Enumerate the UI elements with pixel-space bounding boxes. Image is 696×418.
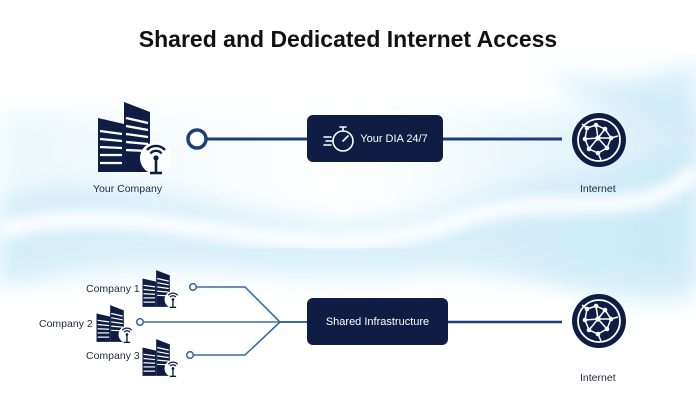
shared-link-label: Shared Infrastructure — [325, 315, 430, 328]
shared-connections — [135, 282, 562, 360]
internet-label: Internet — [580, 372, 616, 384]
connection-node-icon — [186, 128, 208, 150]
your-company-label: Your Company — [93, 183, 163, 195]
dedicated-connection — [186, 128, 562, 150]
building-icon — [95, 304, 137, 344]
shared-infrastructure-box: Shared Infrastructure — [307, 298, 448, 345]
globe-network-icon — [571, 112, 627, 168]
company-3-label: Company 3 — [86, 350, 140, 362]
diagram-title: Shared and Dedicated Internet Access — [138, 26, 558, 52]
company-1-label: Company 1 — [86, 283, 140, 295]
internet-label: Internet — [580, 183, 616, 195]
background-waves — [0, 60, 696, 304]
dia-link-label: Your DIA 24/7 — [360, 132, 428, 145]
company-2-label: Company 2 — [39, 318, 93, 330]
dia-link-box: Your DIA 24/7 — [307, 115, 443, 162]
stopwatch-icon — [323, 125, 355, 152]
globe-network-icon — [571, 293, 627, 349]
building-icon — [141, 338, 183, 378]
